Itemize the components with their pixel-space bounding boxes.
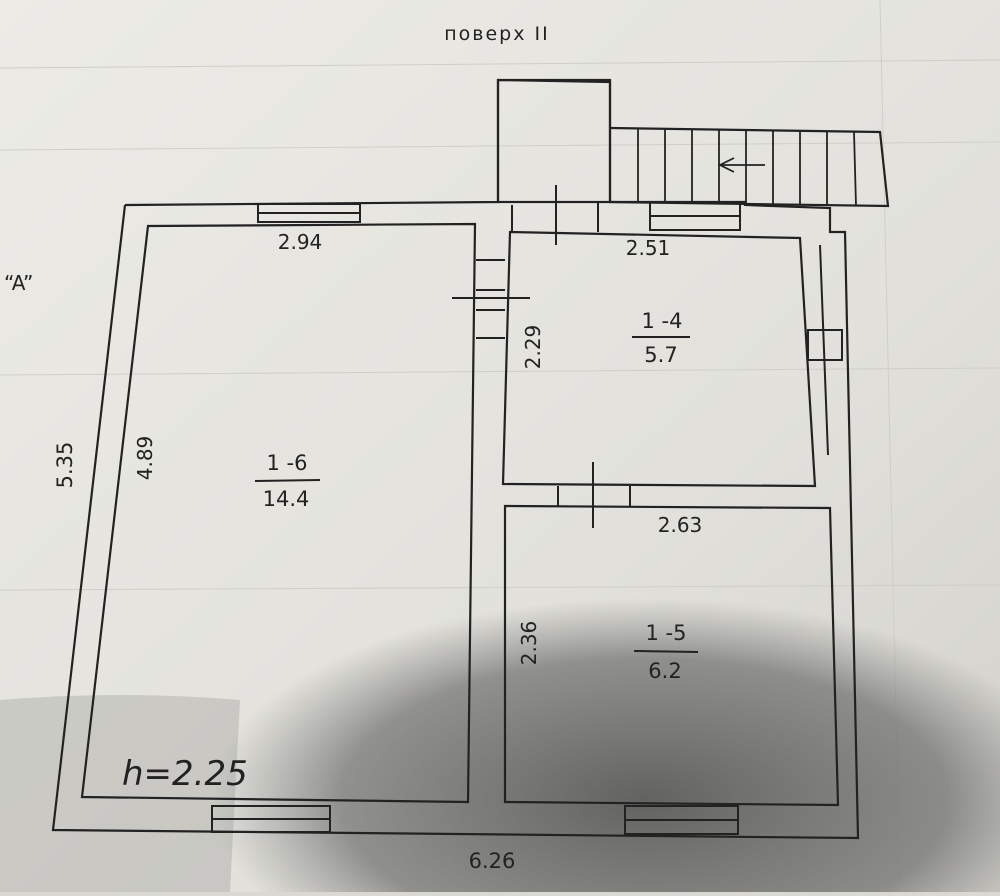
room-1-4: 2.51 2.29 1 -4 5.7	[521, 236, 690, 369]
room-1-5-number: 1 -5	[646, 621, 687, 645]
outer-height-label: 5.35	[53, 442, 77, 489]
height-note: h=2.25	[122, 754, 248, 794]
walls	[51, 78, 890, 840]
room-1-5-fraction-line	[633, 650, 699, 653]
room-1-6-fraction-line	[254, 479, 321, 482]
stairs	[637, 129, 857, 207]
floor-title: поверх II	[444, 23, 550, 45]
room-1-6-length: 4.89	[133, 436, 157, 481]
photo-shadow-left	[0, 695, 240, 892]
room-1-4-length: 2.29	[521, 325, 545, 370]
room-1-6: 2.94 4.89 1 -6 14.4 h=2.25	[122, 230, 322, 794]
room-1-4-area: 5.7	[644, 343, 677, 367]
room-1-5-width: 2.63	[658, 513, 703, 537]
room-1-4-number: 1 -4	[642, 309, 683, 333]
room-1-5-length: 2.36	[517, 621, 541, 666]
doors	[452, 185, 631, 528]
outer-width-label: 6.26	[469, 849, 516, 873]
photo-shadow	[210, 524, 1000, 892]
room-1-6-area: 14.4	[263, 487, 310, 511]
room-1-6-number: 1 -6	[267, 451, 308, 475]
edge-label: “A”	[4, 271, 33, 295]
windows	[211, 201, 843, 835]
room-1-5-area: 6.2	[648, 659, 681, 683]
room-1-4-width: 2.51	[626, 236, 671, 260]
room-1-6-width: 2.94	[278, 230, 323, 254]
room-1-5: 2.63 2.36 1 -5 6.2	[517, 513, 702, 683]
